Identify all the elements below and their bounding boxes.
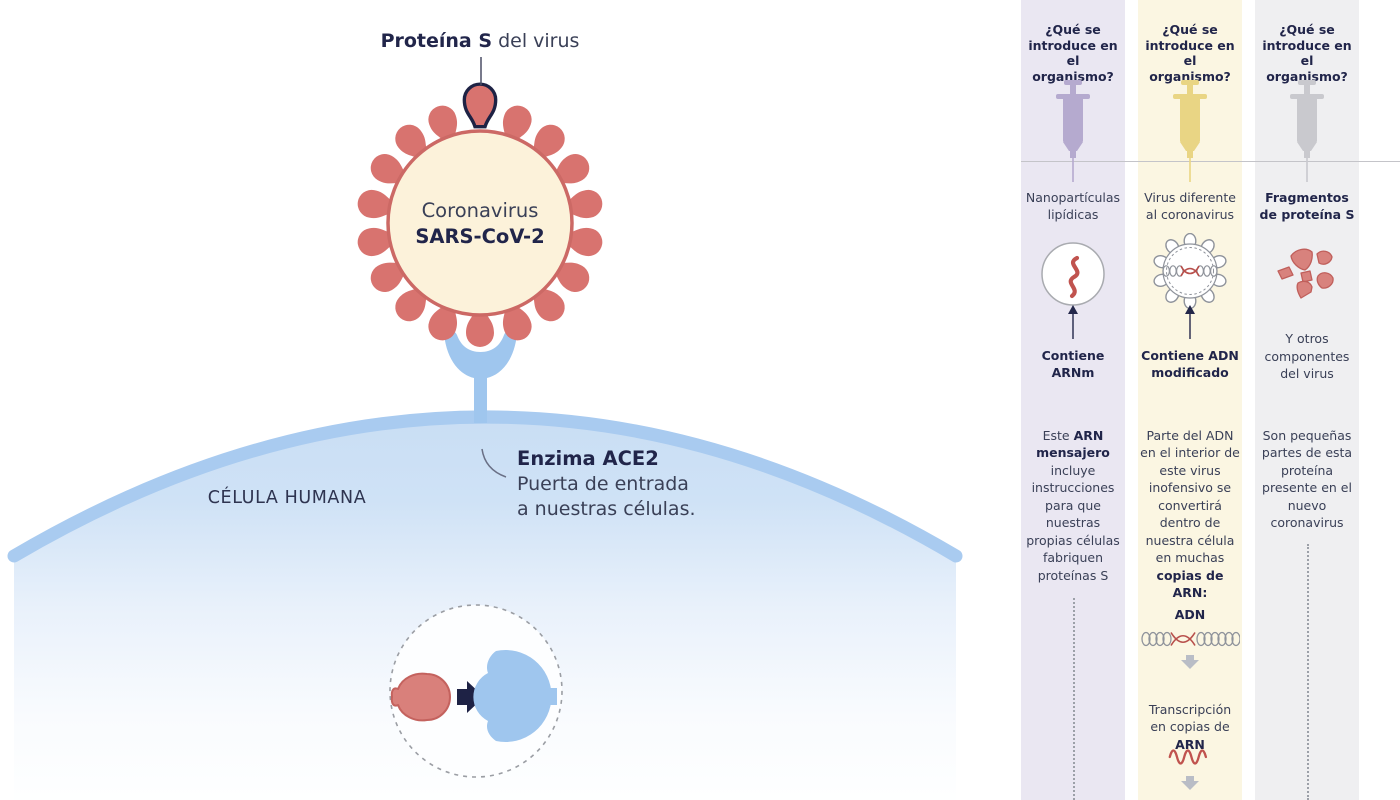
column2-caption: Contiene ADN modificado bbox=[1141, 348, 1239, 380]
human-cell-label: CÉLULA HUMANA bbox=[207, 488, 367, 508]
ace2-label-line2: Puerta de entrada bbox=[517, 472, 689, 495]
column2-body: Parte del ADN en el interior de este vir… bbox=[1140, 427, 1240, 602]
column1-caption: Contiene ARNm bbox=[1041, 348, 1105, 380]
column3-question: ¿Qué se introduce en el organismo? bbox=[1262, 22, 1352, 84]
spike-protein-label: Proteína S del virus bbox=[330, 30, 630, 52]
syringe-icon-gray bbox=[1290, 80, 1324, 182]
column1-body-pre: Este bbox=[1042, 427, 1074, 443]
column3-dotted-line bbox=[1307, 544, 1309, 800]
virus-name-label: Coronavirus SARS-CoV-2 bbox=[370, 198, 590, 250]
column1-body-bold: ARN mensajero bbox=[1036, 427, 1110, 461]
skin-line bbox=[1021, 161, 1400, 162]
virus-name-line1: Coronavirus bbox=[421, 199, 539, 222]
ace2-pointer-line bbox=[481, 448, 507, 478]
spike-protein-label-rest: del virus bbox=[492, 30, 580, 52]
column2-body-pre: Parte del ADN en el interior de este vir… bbox=[1140, 427, 1240, 566]
syringe-icon-purple bbox=[1056, 80, 1090, 182]
dna-helix-icon bbox=[1141, 631, 1240, 647]
column2-intro: Virus diferente al coronavirus bbox=[1144, 190, 1236, 222]
binding-detail bbox=[389, 604, 563, 778]
adn-label: ADN bbox=[1174, 607, 1206, 622]
arrow-up-icon bbox=[1068, 305, 1078, 339]
arrow-down-icon bbox=[1181, 776, 1199, 790]
column3-intro: Fragmentos de proteína S bbox=[1259, 190, 1355, 222]
syringe-icon-yellow bbox=[1173, 80, 1207, 182]
column-protein-vaccine: ¿Qué se introduce en el organismo? Fragm… bbox=[1255, 0, 1359, 800]
ace2-enzyme-label: Enzima ACE2 Puerta de entrada a nuestras… bbox=[517, 446, 696, 523]
column3-body: Son pequeñas partes de esta proteína pre… bbox=[1261, 427, 1353, 531]
transcription-bold: ARN bbox=[1175, 736, 1205, 752]
virus-name-line2: SARS-CoV-2 bbox=[415, 225, 545, 248]
highlighted-spike-protein bbox=[462, 82, 498, 129]
spike-protein-label-bold: Proteína S bbox=[380, 30, 493, 52]
column2-body-bold: copias de ARN: bbox=[1156, 567, 1224, 601]
column-viral-vector-vaccine: ¿Qué se introduce en el organismo? Virus… bbox=[1138, 0, 1242, 800]
virus-body bbox=[386, 129, 574, 317]
harmless-virus-icon bbox=[1153, 233, 1227, 309]
ace2-label-title: Enzima ACE2 bbox=[517, 447, 659, 470]
rna-squiggle-icon bbox=[1168, 749, 1208, 765]
coronavirus bbox=[355, 82, 605, 347]
spike-protein-shape bbox=[390, 672, 451, 722]
column1-body: Este ARN mensajero incluye instrucciones… bbox=[1023, 427, 1123, 585]
lipid-nanoparticle-icon bbox=[1041, 242, 1105, 306]
column1-question: ¿Qué se introduce en el organismo? bbox=[1028, 22, 1118, 84]
protein-fragments-icon bbox=[1277, 248, 1334, 299]
binding-arrow-icon bbox=[457, 681, 484, 713]
cell-virus-diagram bbox=[7, 57, 963, 800]
arrow-up-icon bbox=[1185, 305, 1195, 339]
column1-intro: Nanopartículas lipídicas bbox=[1025, 190, 1121, 222]
column1-dotted-line bbox=[1073, 598, 1075, 800]
column-mrna-vaccine: ¿Qué se introduce en el organismo? Nanop… bbox=[1021, 0, 1125, 800]
arrow-down-icon bbox=[1181, 655, 1199, 669]
ace2-label-line3: a nuestras células. bbox=[517, 498, 696, 520]
ace2-receptor bbox=[444, 330, 517, 423]
receptor-shape bbox=[473, 650, 557, 742]
transcription-pre: Transcripción en copias de bbox=[1148, 701, 1232, 735]
column2-question: ¿Qué se introduce en el organismo? bbox=[1145, 22, 1235, 84]
column1-body-post: incluye instrucciones para que nuestras … bbox=[1026, 462, 1120, 583]
transcription-text: Transcripción en copias de ARN bbox=[1140, 701, 1240, 754]
column3-subtext: Y otros componentes del virus bbox=[1264, 331, 1350, 381]
